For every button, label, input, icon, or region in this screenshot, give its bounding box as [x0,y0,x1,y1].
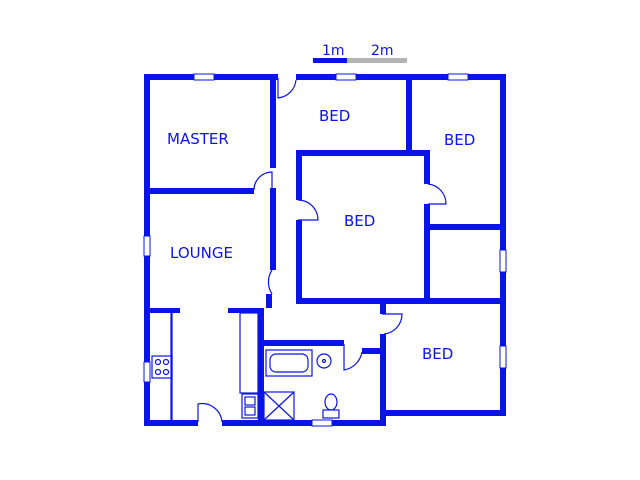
room-label-master: MASTER [167,130,229,148]
door-bed-top [277,78,297,99]
wall-bathroom-west [258,308,264,426]
door-lounge [267,269,273,295]
fixtures [151,312,340,421]
room-label-bed-bottom-right: BED [422,345,453,363]
wall-bottom-left [144,420,198,426]
interior-walls [144,78,506,426]
wall-master-south [144,188,254,194]
wall-bottom-mid [222,420,384,426]
wall-kitchen-north-left [144,308,180,313]
stove-icon [151,355,173,379]
wall-bed-top-east [406,78,412,156]
scale-bar-dark-segment [313,58,347,63]
windows [143,73,507,427]
wall-master-east [270,78,276,168]
sink-icon [241,393,259,419]
wall-bed-center-east-top [424,150,430,184]
wall-lounge-east-stub [266,294,272,308]
room-labels: MASTER BED BED BED BED LOUNGE [167,107,475,363]
room-label-bed-center: BED [344,212,375,230]
wall-bathroom-north [258,340,344,346]
scale-label-1m: 1m [322,43,345,59]
wall-bed-center-west-bottom [296,220,302,304]
wall-kitchen-north-right [228,308,264,313]
wall-bed-bottom-west [380,334,386,410]
kitchen-counter-right [239,312,259,394]
door-bed-top-right [427,183,447,205]
wall-bathroom-north-right [362,348,386,354]
doors [197,78,447,423]
scale-label-2m: 2m [371,43,394,59]
scale-bar-light-segment [347,58,407,63]
room-label-lounge: LOUNGE [170,244,233,262]
wall-bed-center-east-bottom [424,204,430,304]
room-label-bed-top: BED [319,107,350,125]
door-master [253,171,273,191]
window-bed-bottom-right [499,345,507,369]
door-bed-center [297,199,319,221]
window-kitchen [143,361,151,383]
wall-lounge-east [270,188,276,270]
window-master [193,73,215,81]
wall-top-right [296,74,506,80]
window-bathroom [311,419,333,427]
basin-icon [316,353,332,369]
shower-icon [263,391,295,421]
wall-bed-center-west-top [296,150,302,200]
wall-bed-center-south [296,298,506,304]
wall-right [500,74,506,416]
toilet-icon [322,393,340,419]
wall-bed-top-right-south [424,224,504,230]
bathtub-icon [265,349,313,377]
window-bed-top [335,73,357,81]
wall-bed-center-north [296,150,430,156]
door-bathroom [343,344,363,371]
door-entrance [197,402,223,423]
window-bed-top-right [447,73,469,81]
scale-bar: 1m 2m [313,43,407,63]
room-label-bed-top-right: BED [444,131,475,149]
wall-bottom-right [380,410,506,416]
door-bed-bottom-right [382,313,403,335]
wall-hall-stub [380,304,386,314]
window-east-room [499,249,507,273]
window-lounge [143,235,151,257]
